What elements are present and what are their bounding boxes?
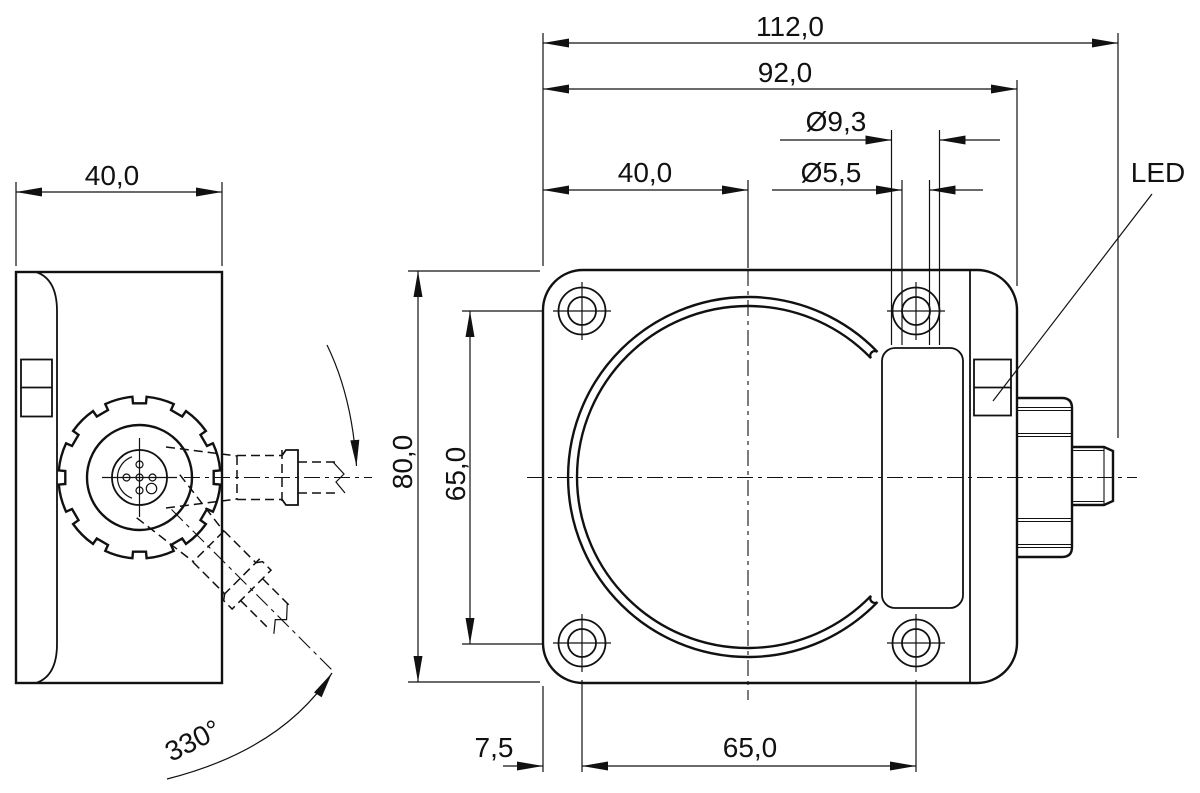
dim-hole-spacing-horizontal-label: 65,0 [723,732,778,763]
plug-collar-left-edge [220,558,261,599]
dim-body-height-label: 80,0 [387,435,418,490]
dim-bore-diameter: Ø5,5 [772,157,983,195]
rotation-angle-label: 330° [160,714,226,768]
side-view-front-face-edge [35,271,58,684]
dim-side-width-label: 40,0 [85,160,140,191]
plug-body-bottom [192,561,226,595]
sensing-coil-ring [566,295,879,659]
dim-hole-edge-offset-label: 7,5 [475,732,514,763]
dim-center-offset: 40,0 [543,157,748,195]
plug-rotated-centerline [171,509,335,673]
dim-hole-spacing-vertical-label: 65,0 [440,447,471,502]
plug-cable-top [262,578,290,606]
dim-overall-width: 112,0 [543,11,1118,48]
mounting-hole-top-right [887,282,945,340]
plug-rotated-position [136,474,290,634]
connector-stud-outline [1072,445,1115,507]
connector-nut-knurl-lines [1017,406,1072,549]
dim-hole-spacing-horizontal: 65,0 [582,732,916,771]
dim-side-width: 40,0 [15,160,223,266]
dim-body-width: 92,0 [543,57,1017,94]
front-view-housing-outline [541,268,1019,685]
side-view: 330° 40,0 [14,160,372,780]
plug-taper-top [179,474,225,532]
dim-body-height: 80,0 [387,271,423,682]
dim-counterbore-diameter: Ø9,3 [780,106,1000,145]
front-view [527,180,1137,700]
plug-taper-bottom [136,517,194,563]
dim-hole-spacing-vertical: 65,0 [440,311,475,644]
mounting-hole-top-left [553,282,611,340]
front-view-dimensions: 112,0 92,0 Ø9,3 Ø5,5 40,0 80,0 65,0 [387,11,1185,772]
dim-center-offset-label: 40,0 [618,157,673,188]
mounting-hole-bottom-right [887,614,945,672]
extension-lines [408,33,1119,772]
dim-counterbore-label: Ø9,3 [806,106,867,137]
pin-coding-key [145,482,158,495]
led-callout: LED [992,157,1185,402]
plug-body-top [223,530,257,564]
rotation-arc-lower [166,672,333,780]
dim-body-width-label: 92,0 [758,57,813,88]
dim-overall-width-label: 112,0 [756,11,824,42]
rotation-arc-upper [326,344,360,467]
connector-knurled-ring [57,395,222,560]
mounting-hole-bottom-left [553,614,611,672]
dim-bore-label: Ø5,5 [801,157,862,188]
led-leader-line [992,193,1153,402]
plug-taper-top [165,446,238,457]
plug-cable-bottom [240,600,268,628]
led-label: LED [1131,157,1185,188]
dim-hole-edge-offset: 7,5 [475,732,543,771]
